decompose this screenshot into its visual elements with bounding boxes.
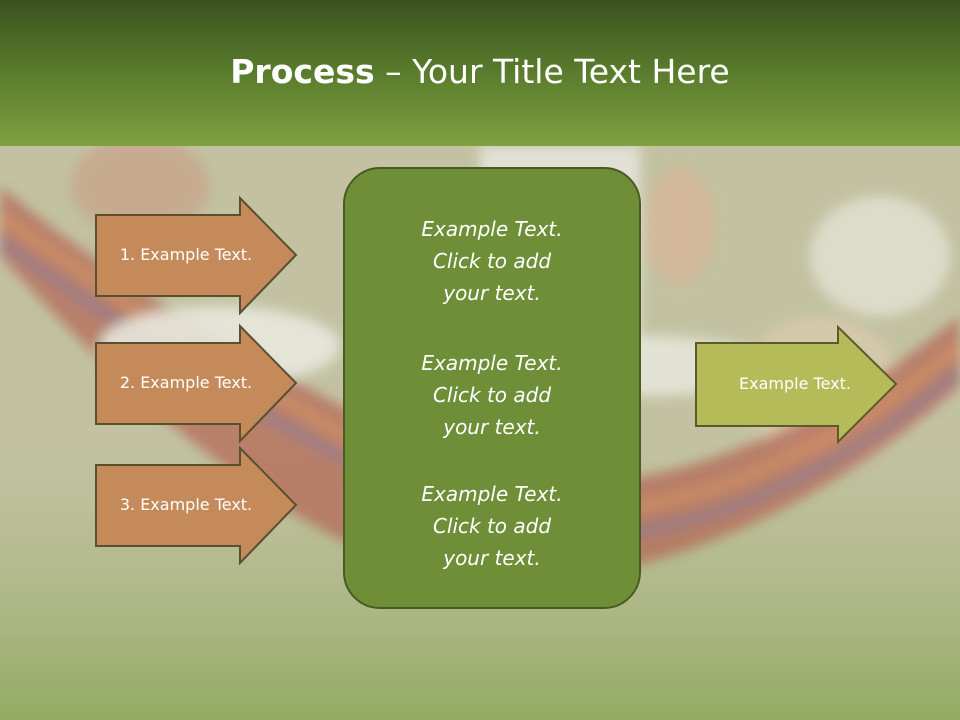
- center-paragraph-1-line-3: your text.: [443, 281, 541, 305]
- center-paragraph-2-line-1: Example Text.: [421, 351, 563, 375]
- step-2-arrow[interactable]: [95, 323, 298, 444]
- step-1-arrow[interactable]: [95, 195, 298, 316]
- output-arrow[interactable]: [695, 324, 898, 445]
- center-paragraph-3-line-1: Example Text.: [421, 482, 563, 506]
- output-label: Example Text.: [739, 374, 851, 393]
- center-paragraph-1: Example Text. Click to add your text.: [344, 213, 640, 309]
- center-paragraph-2-line-2: Click to add: [432, 383, 552, 407]
- center-paragraph-3-line-2: Click to add: [432, 514, 552, 538]
- slide-title[interactable]: Process – Your Title Text Here: [0, 52, 960, 91]
- title-rest: – Your Title Text Here: [374, 52, 730, 91]
- center-paragraph-3-line-3: your text.: [443, 546, 541, 570]
- center-paragraph-2-line-3: your text.: [443, 415, 541, 439]
- step-3-arrow[interactable]: [95, 445, 298, 566]
- step-2-label: 2. Example Text.: [119, 373, 253, 392]
- center-paragraph-2: Example Text. Click to add your text.: [344, 347, 640, 443]
- center-paragraph-1-line-1: Example Text.: [421, 217, 563, 241]
- center-paragraph-3: Example Text. Click to add your text.: [344, 478, 640, 574]
- title-bold: Process: [230, 52, 375, 91]
- center-block[interactable]: [343, 167, 641, 609]
- title-bar: Process – Your Title Text Here: [0, 0, 960, 146]
- step-3-label: 3. Example Text.: [119, 495, 253, 514]
- step-1-label: 1. Example Text.: [119, 245, 253, 264]
- center-paragraph-1-line-2: Click to add: [432, 249, 552, 273]
